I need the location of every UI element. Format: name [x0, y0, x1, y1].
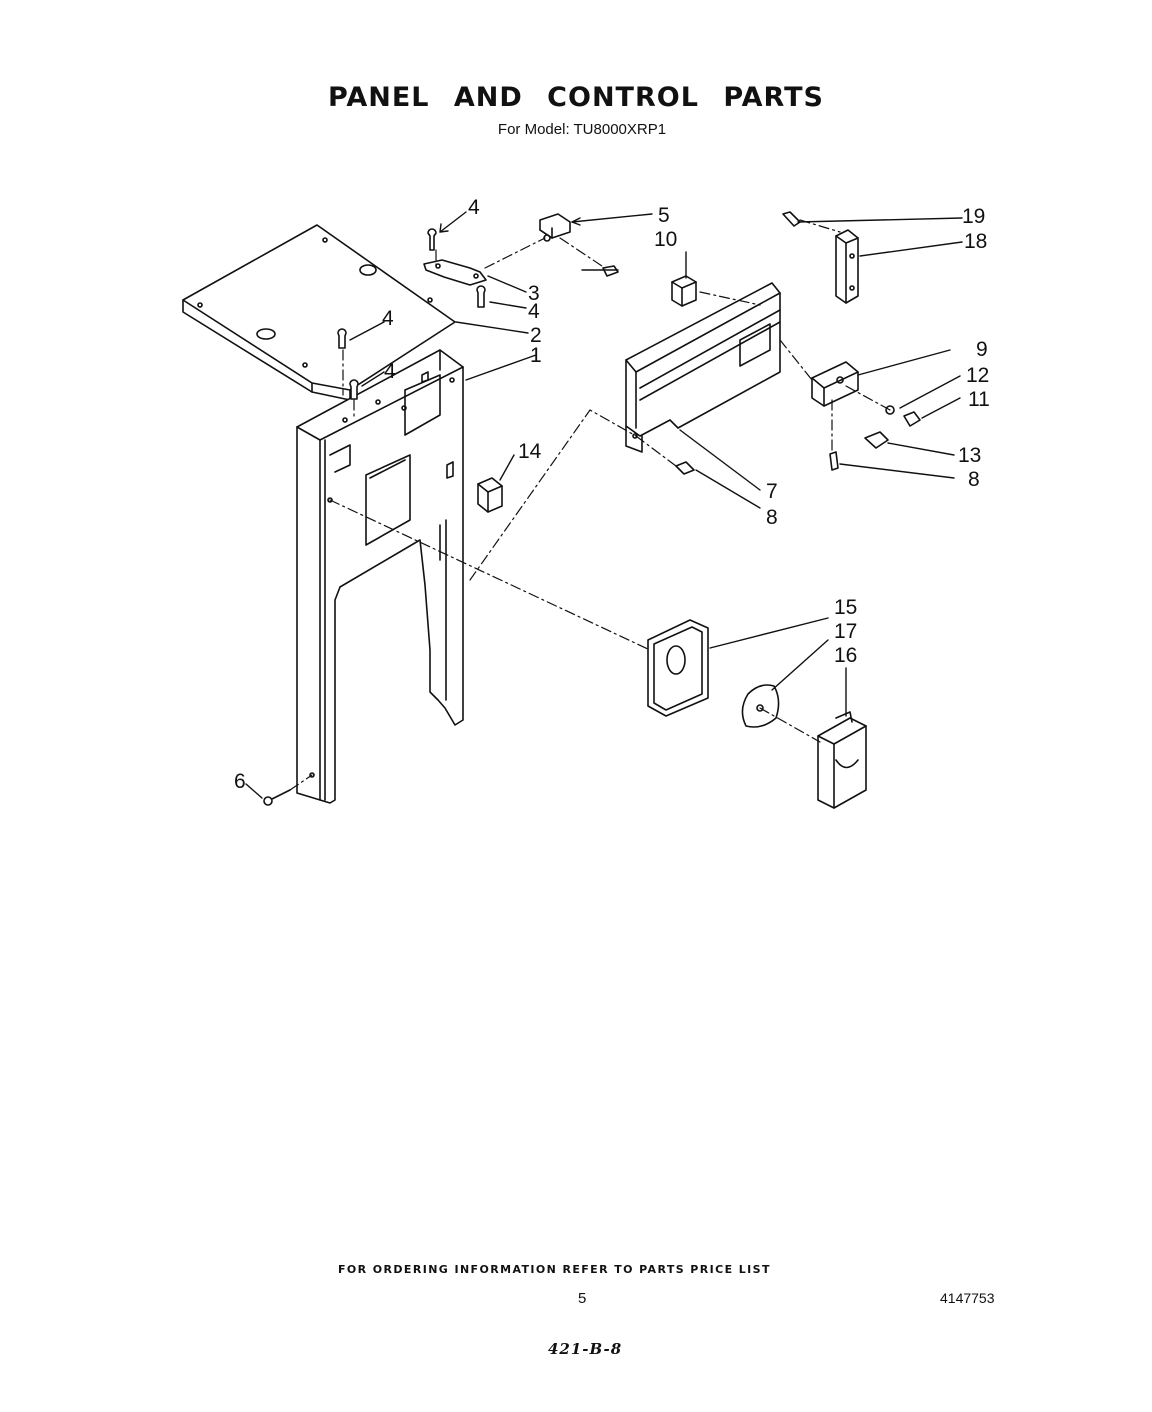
side-panel: [296, 349, 464, 804]
housing-part-15: [647, 619, 709, 717]
callout-4: 4: [468, 196, 480, 219]
callout-1: 1: [530, 344, 542, 367]
callout-4: 4: [382, 307, 394, 330]
callout-3: 3: [528, 282, 540, 305]
callout-16: 16: [834, 644, 857, 667]
callout-8: 8: [766, 506, 778, 529]
callout-4: 4: [384, 360, 396, 383]
model-subtitle: For Model: TU8000XRP1: [497, 121, 667, 138]
screw-parts: [337, 228, 619, 400]
callout-18: 18: [964, 230, 987, 253]
callout-13: 13: [958, 444, 981, 467]
latch-bracket-18: [782, 211, 859, 304]
callout-6: 6: [234, 770, 246, 793]
callout-4: 4: [528, 300, 540, 323]
disc-part-17: [741, 684, 780, 728]
callout-17: 17: [834, 620, 857, 643]
callout-12: 12: [966, 364, 989, 387]
callout-8: 8: [968, 468, 980, 491]
callout-9: 9: [976, 338, 988, 361]
callout-14: 14: [518, 440, 542, 463]
callout-7: 7: [766, 480, 778, 503]
callout-11: 11: [968, 388, 990, 411]
document-number: 4147753: [940, 1290, 995, 1306]
assembly-lines: [289, 219, 891, 791]
callout-19: 19: [962, 205, 985, 228]
callout-5: 5: [658, 204, 670, 227]
callout-10: 10: [654, 228, 677, 251]
switch-part-14: [477, 477, 503, 513]
screw-part-6: [263, 789, 291, 806]
callout-15: 15: [834, 596, 857, 619]
leader-lines: [245, 211, 963, 799]
top-bracket: [423, 259, 487, 286]
top-cover-plate: [182, 224, 456, 401]
handwritten-code: 421-B-8: [548, 1340, 623, 1358]
callout-2: 2: [530, 324, 542, 347]
part-callouts: 4 5 10 19 18 3 4 4 2 1 4 9 12 11 14 13 8…: [234, 196, 990, 793]
switch-bracket-9: [675, 361, 921, 475]
knob-plate-16: [817, 711, 867, 809]
page-number: 5: [578, 1290, 587, 1307]
ordering-note: FOR ORDERING INFORMATION REFER TO PARTS …: [338, 1263, 771, 1276]
page-title: PANEL AND CONTROL PARTS: [328, 82, 824, 113]
clip-part: [539, 213, 571, 242]
switch-part-10: [671, 275, 697, 307]
control-panel-rail: [625, 282, 781, 453]
